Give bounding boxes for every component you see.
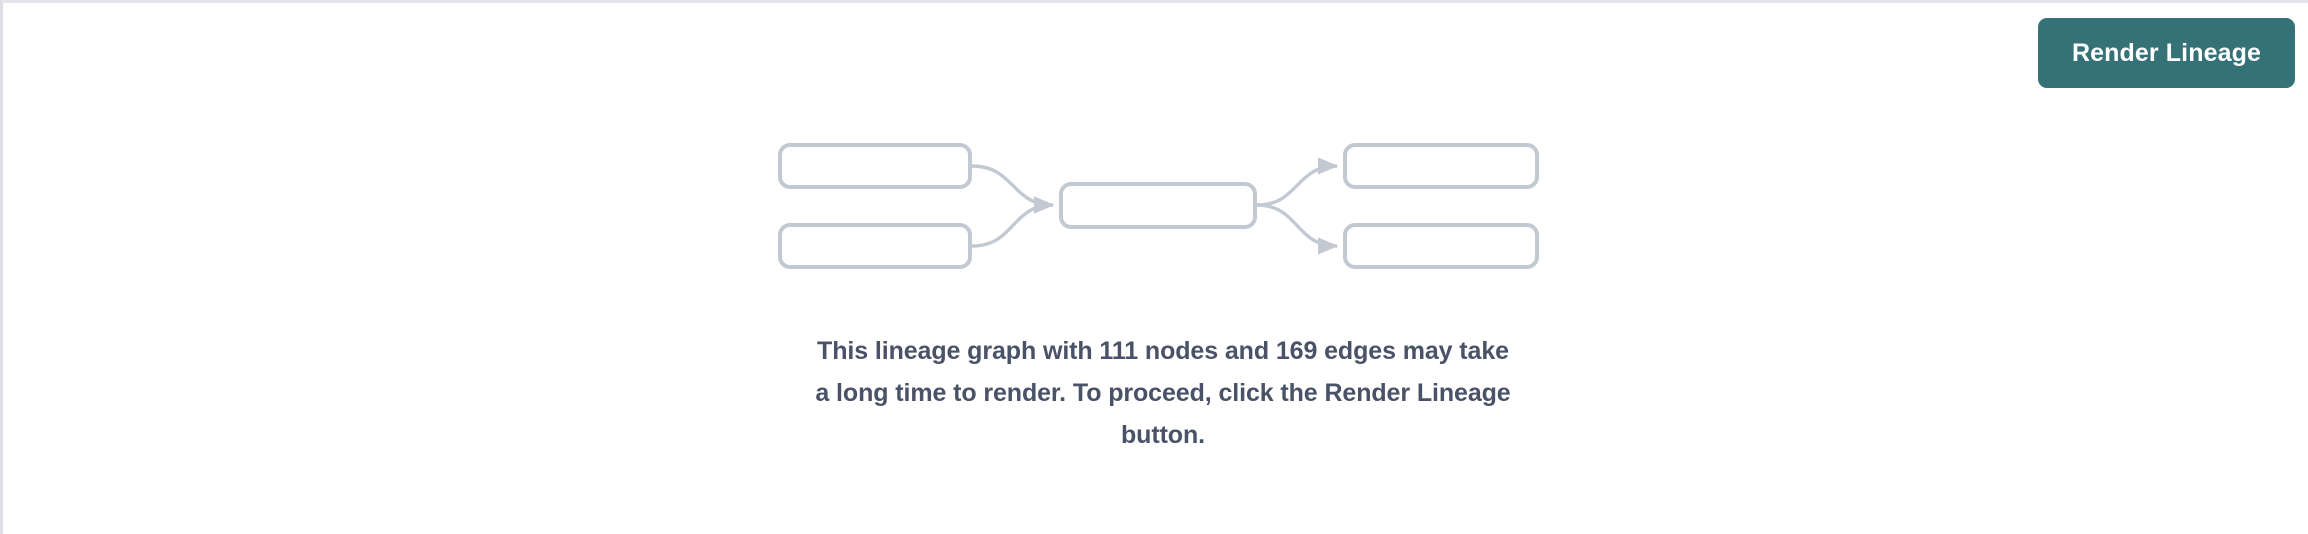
edge-center-to-target1	[1256, 157, 1339, 207]
lineage-warning-line-2: a long time to render. To proceed, click…	[815, 379, 1511, 407]
lineage-node-target-1	[1343, 143, 1539, 189]
lineage-warning-line-3: button.	[1121, 421, 1205, 449]
edge-source1-to-center	[971, 164, 1055, 214]
render-lineage-button[interactable]: Render Lineage	[2038, 18, 2295, 88]
lineage-node-center	[1059, 182, 1257, 229]
lineage-warning-message: This lineage graph with 111 nodes and 16…	[757, 330, 1569, 456]
lineage-node-source-1	[778, 143, 972, 189]
edge-center-to-target2	[1256, 203, 1339, 255]
edge-source2-to-center	[971, 196, 1055, 248]
lineage-node-source-2	[778, 223, 972, 269]
lineage-warning-line-1: This lineage graph with 111 nodes and 16…	[817, 337, 1509, 365]
lineage-node-target-2	[1343, 223, 1539, 269]
